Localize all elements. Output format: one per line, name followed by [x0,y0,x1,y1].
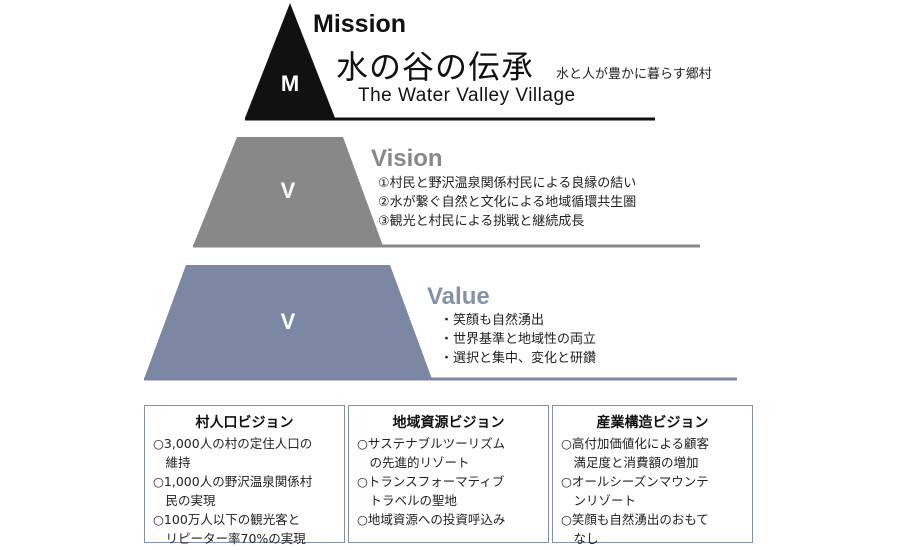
box-line: 満足度と消費額の増加 [561,455,699,470]
value-list: ・笑顔も自然湧出 ・世界基準と地域性の両立 ・選択と集中、変化と研鑽 [440,311,596,368]
vision-letter: V [280,178,296,203]
value-item: ・選択と集中、変化と研鑽 [440,351,597,366]
vision-list: ①村民と野沢温泉関係村民による良縁の結い ②水が繋ぐ自然と文化による地域循環共生… [378,174,636,231]
vision-title: Vision [371,145,443,172]
value-item: ・世界基準と地域性の両立 [440,332,597,347]
vision-item: ③観光と村民による挑戦と継続成長 [378,214,585,229]
population-vision-box: 村人口ビジョン ○3,000人の村の定住人口の 維持 ○1,000人の野沢温泉関… [144,405,345,546]
box-line: ンリゾート [561,493,637,508]
box-line: トラベルの聖地 [357,493,458,508]
mission-title: Mission [313,10,407,38]
box-line: ○トランスフォーマティブ [357,474,505,489]
box-line: ○笑顔も自然湧出のおもて [561,512,709,527]
value-title: Value [427,283,490,310]
box-line: ○サステナブルツーリズム [357,436,506,451]
box-line: ○3,000人の村の定住人口の [153,436,313,451]
value-trapezoid [144,265,432,379]
box-line: ○高付加価値化による顧客 [561,436,710,451]
box-line: ○100万人以下の観光客と [153,512,301,527]
mission-triangle [245,3,335,118]
value-item: ・笑顔も自然湧出 [440,313,545,328]
mission-english: The Water Valley Village [358,85,576,106]
resource-vision-box: 地域資源ビジョン ○サステナブルツーリズム の先進的リゾート ○トランスフォーマ… [348,405,549,543]
box-line: 維持 [153,455,191,470]
vision-item: ①村民と野沢温泉関係村民による良縁の結い [378,176,637,191]
box-title: 地域資源ビジョン [392,415,505,431]
box-body: ○サステナブルツーリズム の先進的リゾート ○トランスフォーマティブ トラベルの… [349,432,548,529]
box-title: 村人口ビジョン [195,415,294,431]
box-line: なし [561,531,599,546]
value-letter: V [280,309,296,334]
mission-subtitle: 水と人が豊かに暮らす郷村 [556,67,712,82]
box-line: リピーター率70%の実現 [153,531,306,546]
box-line: ○オールシーズンマウンテ [561,474,709,489]
box-line: 民の実現 [153,493,216,508]
box-line: ○地域資源への投資呼込み [357,512,506,527]
industry-vision-box: 産業構造ビジョン ○高付加価値化による顧客 満足度と消費額の増加 ○オールシーズ… [552,405,753,546]
vision-trapezoid [193,137,383,246]
mission-jp-title: 水の谷の伝承 [336,48,535,86]
box-body: ○3,000人の村の定住人口の 維持 ○1,000人の野沢温泉関係村 民の実現 … [145,432,344,548]
box-title: 産業構造ビジョン [596,415,709,431]
vision-item: ②水が繋ぐ自然と文化による地域循環共生圏 [378,195,637,210]
box-line: ○1,000人の野沢温泉関係村 [153,474,313,489]
mission-letter: M [280,71,300,96]
box-line: の先進的リゾート [357,455,470,470]
box-body: ○高付加価値化による顧客 満足度と消費額の増加 ○オールシーズンマウンテ ンリゾ… [553,432,752,548]
